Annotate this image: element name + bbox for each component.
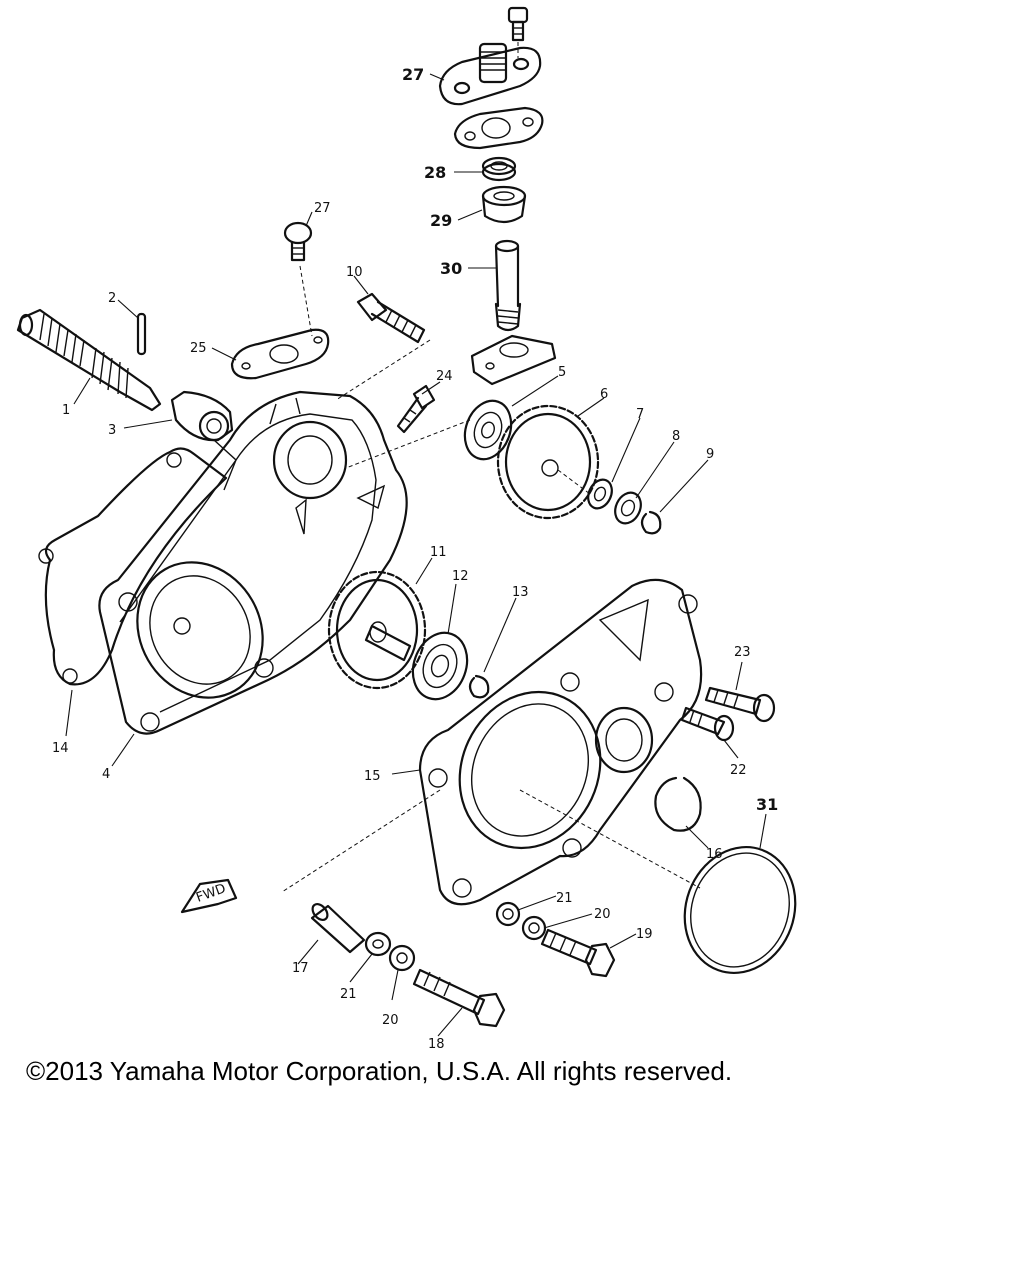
- part-11-gear: [327, 570, 427, 690]
- part-8-washer: [614, 491, 642, 525]
- part-16-circlip: [654, 776, 702, 832]
- label-5: 5: [558, 365, 566, 380]
- part-27-screw: [283, 221, 313, 262]
- part-24-bolt: [396, 384, 436, 434]
- label-19: 19: [636, 927, 653, 942]
- part-10-bolt: [356, 292, 426, 344]
- label-11: 11: [430, 545, 447, 560]
- label-12: 12: [452, 569, 469, 584]
- label-25: 25: [190, 341, 207, 356]
- part-18-bolt: [412, 968, 506, 1028]
- part-2-pin: [136, 312, 147, 356]
- label-18: 18: [428, 1037, 445, 1052]
- part-9-circlip: [640, 510, 662, 535]
- label-22: 22: [730, 763, 747, 778]
- label-30: 30: [440, 259, 462, 278]
- label-17: 17: [292, 961, 309, 976]
- part-gasket-flange: [453, 106, 544, 150]
- label-3: 3: [108, 423, 116, 438]
- label-13: 13: [512, 585, 529, 600]
- fwd-arrow-icon: FWD: [180, 878, 238, 914]
- label-16: 16: [706, 847, 723, 862]
- part-shaft-holder-plate: [470, 334, 557, 386]
- label-29: 29: [430, 211, 452, 230]
- label-20b: 20: [594, 907, 611, 922]
- part-28-oil-seal: [481, 156, 517, 182]
- part-top-screw: [507, 6, 529, 42]
- part-20-washer: [388, 944, 416, 972]
- part-14-gasket: [38, 447, 228, 686]
- part-23-bolt: [704, 686, 776, 723]
- label-27: 27: [402, 65, 424, 84]
- part-22-bolt: [680, 706, 735, 742]
- label-4: 4: [102, 767, 110, 782]
- label-1: 1: [62, 403, 70, 418]
- part-7-washer: [587, 478, 613, 510]
- part-12-bearing: [411, 631, 469, 701]
- copyright-notice: ©2013 Yamaha Motor Corporation, U.S.A. A…: [26, 1056, 733, 1086]
- part-21b-washer: [495, 901, 521, 927]
- part-25-gasket: [230, 328, 330, 380]
- label-28: 28: [424, 163, 446, 182]
- part-31-o-ring: [683, 845, 797, 975]
- label-27-screw: 27: [314, 201, 331, 216]
- label-21b: 21: [556, 891, 573, 906]
- label-7: 7: [636, 407, 644, 422]
- part-29-bushing: [481, 185, 527, 224]
- part-13-circlip: [468, 674, 490, 699]
- label-21: 21: [340, 987, 357, 1002]
- label-15: 15: [364, 769, 381, 784]
- leader-lines: [65, 73, 767, 1037]
- label-31: 31: [756, 795, 778, 814]
- label-24: 24: [436, 369, 453, 384]
- part-19-bolt: [540, 928, 616, 978]
- label-20: 20: [382, 1013, 399, 1028]
- part-1-worm-shaft: [16, 308, 162, 412]
- label-9: 9: [706, 447, 714, 462]
- part-21-washer: [364, 931, 392, 957]
- exploded-parts-diagram: FWD 27: [16, 6, 797, 1052]
- part-27-speedometer-flange: [438, 42, 542, 106]
- label-23: 23: [734, 645, 751, 660]
- part-15-cover: [418, 578, 703, 906]
- part-20b-washer: [521, 915, 547, 941]
- callout-labels: 27 28 29 30 27 10 2 1 3 25 24 5 6 7 8 9 …: [52, 65, 778, 1052]
- part-5-bearing: [463, 399, 513, 461]
- part-4-housing: [98, 390, 408, 735]
- label-2: 2: [108, 291, 116, 306]
- label-6: 6: [600, 387, 608, 402]
- label-14: 14: [52, 741, 69, 756]
- label-10: 10: [346, 265, 363, 280]
- label-8: 8: [672, 429, 680, 444]
- part-30-driven-gear-shaft: [494, 239, 522, 332]
- part-17-dowel: [310, 903, 366, 954]
- part-6-gear: [496, 404, 600, 520]
- part-3-bushing: [170, 390, 234, 442]
